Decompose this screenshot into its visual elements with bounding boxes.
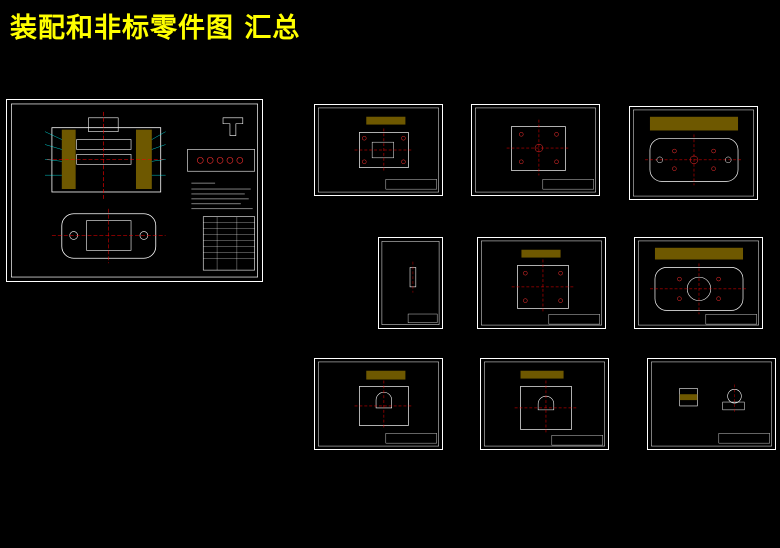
part-drawing-1 xyxy=(318,107,439,193)
part-drawing-sheet-2[interactable] xyxy=(471,104,600,196)
part-drawing-sheet-6[interactable] xyxy=(634,237,763,329)
assembly-drawing xyxy=(11,103,258,278)
part-drawing-sheet-3[interactable] xyxy=(629,106,758,200)
part-drawing-sheet-4[interactable] xyxy=(378,237,443,329)
part-drawing-7 xyxy=(318,361,439,447)
part-drawing-sheet-9[interactable] xyxy=(647,358,776,450)
part-drawing-sheet-1[interactable] xyxy=(314,104,443,196)
part-drawing-5 xyxy=(481,240,602,326)
part-drawing-9 xyxy=(651,361,772,447)
part-drawing-3 xyxy=(633,109,754,197)
assembly-drawing-sheet[interactable] xyxy=(6,99,263,282)
part-drawing-sheet-8[interactable] xyxy=(480,358,609,450)
part-drawing-6 xyxy=(638,240,759,326)
part-drawing-2 xyxy=(475,107,596,193)
part-drawing-8 xyxy=(484,361,605,447)
part-drawing-sheet-5[interactable] xyxy=(477,237,606,329)
page-title: 装配和非标零件图 汇总 xyxy=(10,13,301,44)
part-drawing-sheet-7[interactable] xyxy=(314,358,443,450)
part-drawing-4 xyxy=(381,241,440,325)
